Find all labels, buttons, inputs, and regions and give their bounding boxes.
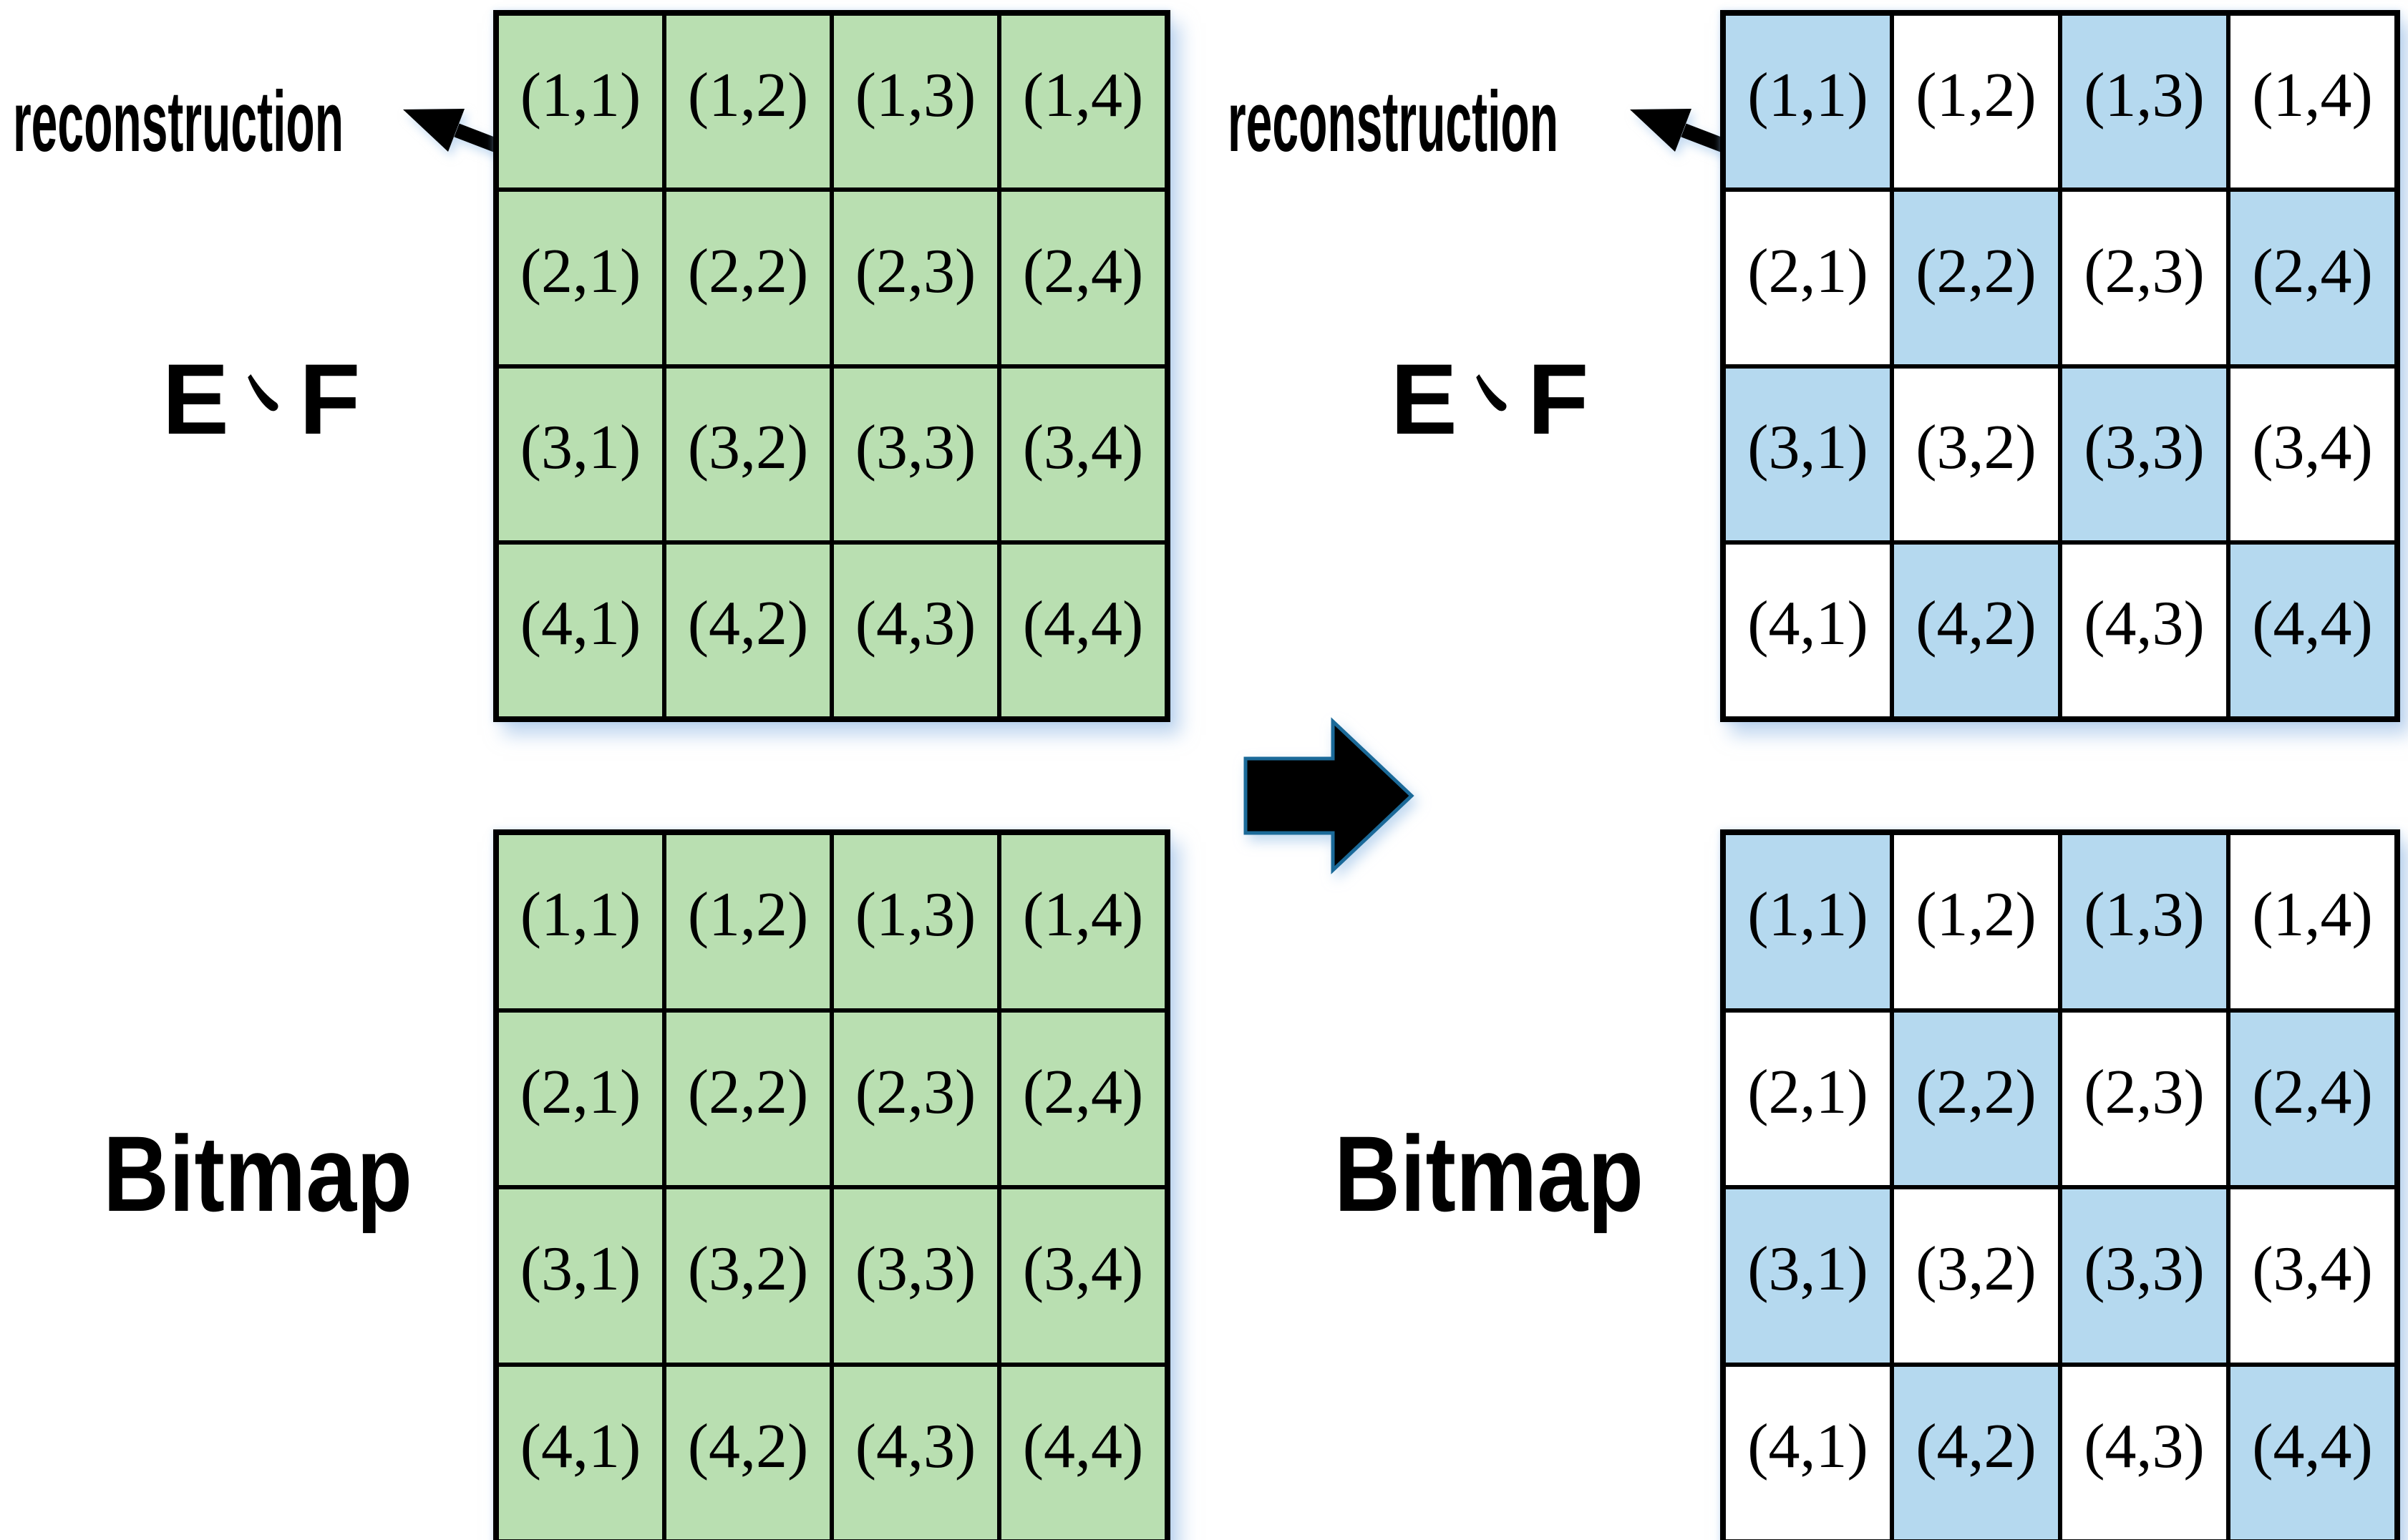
grid-cell: (2,1) — [499, 1012, 662, 1185]
grid-cell: (4,3) — [834, 544, 997, 716]
grid-cell: (3,1) — [1726, 1189, 1890, 1363]
grid-cell: (2,2) — [1894, 1012, 2058, 1185]
grid-cell: (2,4) — [1001, 192, 1165, 364]
grid-cell: (1,1) — [1726, 16, 1890, 188]
grid-cell: (3,2) — [666, 1189, 830, 1363]
grid-cell: (3,3) — [834, 368, 997, 540]
grid-cell: (4,2) — [1894, 544, 2058, 716]
grid-cell: (2,1) — [499, 192, 662, 364]
grid-cell: (2,2) — [1894, 192, 2058, 364]
bitmap-label-left: Bitmap — [102, 1113, 413, 1234]
grid-cell: (4,3) — [834, 1366, 997, 1539]
grid-cell: (2,4) — [2230, 1012, 2394, 1185]
grid-ef-source: (1,1)(1,2)(1,3)(1,4) (2,1)(2,2)(2,3)(2,4)… — [493, 10, 1170, 722]
grid-cell: (3,4) — [1001, 368, 1165, 540]
grid-cell: (1,1) — [499, 16, 662, 188]
grid-cell: (3,2) — [666, 368, 830, 540]
grid-cell: (2,1) — [1726, 192, 1890, 364]
ef-label-e: E — [1390, 343, 1457, 455]
grid-cell: (3,1) — [1726, 368, 1890, 540]
grid-cell: (3,2) — [1894, 1189, 2058, 1363]
transform-right-arrow — [1243, 717, 1414, 874]
ef-label-e: E — [162, 343, 229, 455]
grid-cell: (1,4) — [2230, 835, 2394, 1008]
grid-cell: (1,4) — [1001, 835, 1165, 1008]
ef-label-left: E F — [143, 342, 379, 457]
grid-cell: (2,2) — [666, 1012, 830, 1185]
grid-cell: (2,4) — [2230, 192, 2394, 364]
grid-cell: (1,2) — [666, 835, 830, 1008]
grid-cell: (4,3) — [2062, 1366, 2226, 1539]
ideographic-comma-icon — [1476, 374, 1507, 411]
bitmap-label-right: Bitmap — [1334, 1113, 1644, 1234]
ideographic-comma-icon — [248, 374, 278, 411]
grid-cell: (2,2) — [666, 192, 830, 364]
grid-cell: (4,2) — [1894, 1366, 2058, 1539]
grid-cell: (1,1) — [1726, 835, 1890, 1008]
grid-cell: (1,3) — [834, 16, 997, 188]
grid-cell: (4,1) — [1726, 1366, 1890, 1539]
reconstruction-label-left: reconstruction — [13, 74, 344, 170]
grid-cell: (3,2) — [1894, 368, 2058, 540]
grid-cell: (1,2) — [1894, 835, 2058, 1008]
grid-cell: (4,4) — [2230, 544, 2394, 716]
grid-cell: (3,3) — [2062, 1189, 2226, 1363]
grid-cell: (1,1) — [499, 835, 662, 1008]
grid-cell: (2,3) — [2062, 1012, 2226, 1185]
grid-cell: (2,3) — [834, 1012, 997, 1185]
grid-cell: (4,2) — [666, 544, 830, 716]
grid-cell: (2,3) — [2062, 192, 2226, 364]
grid-bitmap-result: (1,1)(1,2)(1,3)(1,4) (2,1)(2,2)(2,3)(2,4)… — [1720, 829, 2400, 1540]
grid-cell: (4,4) — [1001, 1366, 1165, 1539]
grid-bitmap-source: (1,1)(1,2)(1,3)(1,4) (2,1)(2,2)(2,3)(2,4)… — [493, 829, 1170, 1540]
grid-cell: (4,1) — [1726, 544, 1890, 716]
grid-cell: (1,2) — [666, 16, 830, 188]
grid-cell: (1,2) — [1894, 16, 2058, 188]
ef-label-f: F — [1527, 343, 1589, 455]
grid-cell: (1,3) — [2062, 835, 2226, 1008]
grid-cell: (3,4) — [2230, 1189, 2394, 1363]
grid-cell: (3,4) — [2230, 368, 2394, 540]
grid-cell: (4,4) — [1001, 544, 1165, 716]
grid-cell: (4,4) — [2230, 1366, 2394, 1539]
grid-ef-result: (1,1)(1,2)(1,3)(1,4) (2,1)(2,2)(2,3)(2,4)… — [1720, 10, 2400, 722]
reconstruction-label-right: reconstruction — [1228, 74, 1559, 170]
grid-cell: (3,4) — [1001, 1189, 1165, 1363]
grid-cell: (4,2) — [666, 1366, 830, 1539]
grid-cell: (1,3) — [2062, 16, 2226, 188]
grid-cell: (1,4) — [2230, 16, 2394, 188]
grid-cell: (3,1) — [499, 1189, 662, 1363]
ef-label-f: F — [298, 343, 361, 455]
grid-cell: (2,1) — [1726, 1012, 1890, 1185]
grid-cell: (3,1) — [499, 368, 662, 540]
grid-cell: (2,4) — [1001, 1012, 1165, 1185]
grid-cell: (1,4) — [1001, 16, 1165, 188]
grid-cell: (1,3) — [834, 835, 997, 1008]
grid-cell: (4,1) — [499, 544, 662, 716]
grid-cell: (4,3) — [2062, 544, 2226, 716]
grid-cell: (3,3) — [834, 1189, 997, 1363]
grid-cell: (4,1) — [499, 1366, 662, 1539]
grid-cell: (3,3) — [2062, 368, 2226, 540]
ef-label-right: E F — [1372, 342, 1608, 457]
grid-cell: (2,3) — [834, 192, 997, 364]
